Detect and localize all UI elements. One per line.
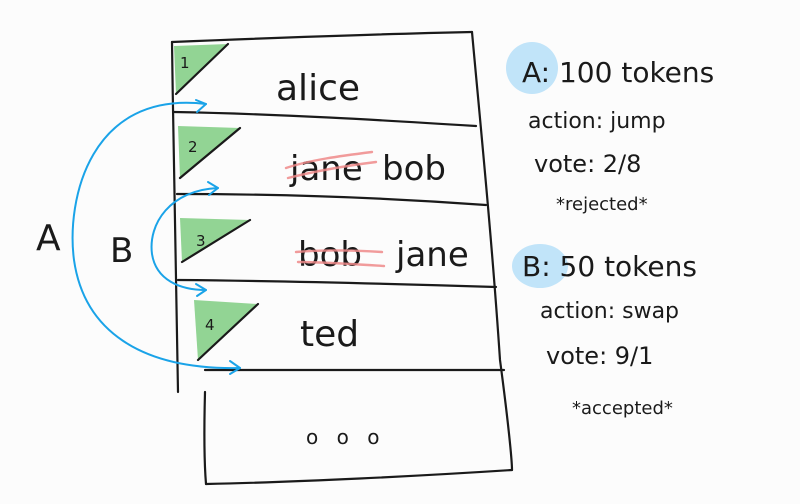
proposal-a: A: 100 tokens action: jump vote: 2/8 *re… bbox=[506, 42, 714, 215]
list-right-border bbox=[470, 30, 514, 472]
row-divider-3 bbox=[176, 278, 498, 289]
proposal-arrows: A B bbox=[36, 99, 241, 375]
arrow-a-head-end bbox=[229, 360, 241, 375]
proposal-b-vote: vote: 9/1 bbox=[546, 342, 653, 370]
row-divider-1 bbox=[172, 110, 478, 128]
proposal-b: B: 50 tokens action: swap vote: 9/1 *acc… bbox=[512, 244, 697, 419]
list-table bbox=[170, 30, 514, 486]
row-name-4: ted bbox=[300, 314, 359, 355]
strike-2a bbox=[284, 150, 374, 170]
arrow-a-label: A bbox=[36, 218, 61, 259]
index-marks: 1 2 3 4 bbox=[174, 42, 260, 362]
strike-2b bbox=[286, 160, 378, 180]
proposal-b-highlight bbox=[512, 244, 568, 288]
list-bottom-border bbox=[204, 468, 514, 486]
strike-3a bbox=[294, 249, 384, 254]
list-left-border bbox=[170, 40, 180, 394]
arrow-b-head-start bbox=[207, 181, 219, 196]
arrow-b-label: B bbox=[110, 231, 133, 271]
arrow-a-head-start bbox=[195, 99, 207, 113]
index-mark-2 bbox=[178, 126, 240, 178]
arrow-b bbox=[150, 187, 219, 291]
arrow-a bbox=[71, 101, 241, 370]
row-divider-2 bbox=[175, 192, 488, 207]
row-name-1: alice bbox=[276, 68, 360, 109]
proposal-b-action: action: swap bbox=[540, 299, 679, 324]
index-mark-4 bbox=[194, 300, 258, 360]
proposal-a-action: action: jump bbox=[528, 109, 666, 134]
list-top-border bbox=[170, 30, 474, 44]
strike-3b bbox=[296, 260, 386, 268]
row-index-3: 3 bbox=[196, 232, 206, 250]
list-left-border-lower bbox=[203, 390, 208, 486]
row-index-2: 2 bbox=[188, 138, 198, 156]
proposal-a-status: *rejected* bbox=[556, 194, 648, 215]
row-index-1: 1 bbox=[180, 54, 190, 72]
proposal-a-vote: vote: 2/8 bbox=[534, 150, 641, 178]
proposal-b-title: B: 50 tokens bbox=[522, 250, 697, 283]
row-names: alice jane bob bob jane ted o o o bbox=[276, 68, 469, 449]
arrow-b-head-end bbox=[195, 283, 207, 297]
list-ellipsis: o o o bbox=[306, 425, 385, 449]
proposal-a-highlight bbox=[506, 42, 558, 94]
proposal-a-title: A: 100 tokens bbox=[522, 56, 714, 89]
row-index-4: 4 bbox=[205, 316, 215, 334]
row-old-name-3: bob bbox=[298, 235, 362, 275]
proposal-b-status: *accepted* bbox=[572, 398, 673, 419]
row-name-2: bob bbox=[382, 149, 446, 189]
row-name-3: jane bbox=[395, 235, 469, 275]
index-mark-3 bbox=[180, 218, 250, 262]
